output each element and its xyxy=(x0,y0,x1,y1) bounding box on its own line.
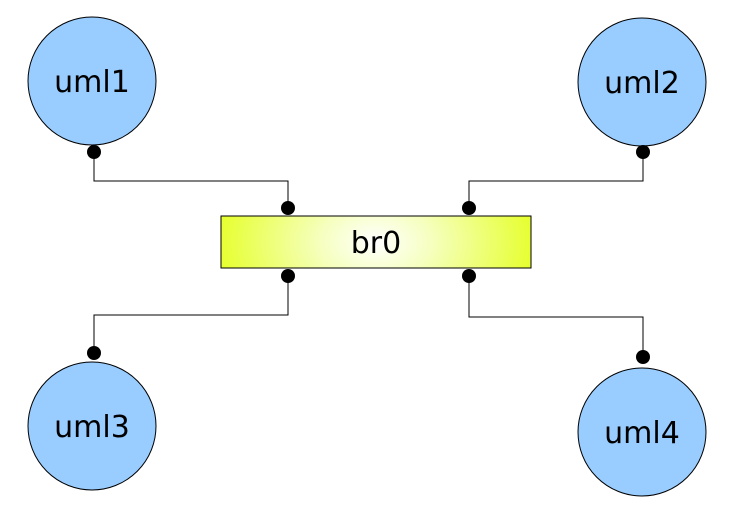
host-circle xyxy=(27,361,157,491)
port-dot-uml2 xyxy=(636,145,650,159)
port-dot-br0-top-left xyxy=(281,201,295,215)
port-dot-uml3 xyxy=(87,346,101,360)
wire-uml1-br0 xyxy=(93,152,289,208)
port-dot-uml4 xyxy=(636,350,650,364)
host-label: uml1 xyxy=(54,65,130,100)
host-uml1: uml1 xyxy=(27,16,157,146)
host-uml3: uml3 xyxy=(27,361,157,491)
wires xyxy=(93,152,644,357)
host-circle xyxy=(27,16,157,146)
host-label: uml4 xyxy=(604,416,680,451)
port-dot-br0-bottom-left xyxy=(281,269,295,283)
port-dot-br0-bottom-right xyxy=(462,269,476,283)
bridge-br0: br0 xyxy=(220,215,532,269)
host-uml2: uml2 xyxy=(577,17,707,147)
wire-uml2-br0 xyxy=(468,152,644,208)
host-uml4: uml4 xyxy=(577,367,707,497)
bridge-box xyxy=(220,215,532,269)
port-dot-br0-top-right xyxy=(462,201,476,215)
wire-uml4-br0 xyxy=(468,276,644,357)
host-label: uml3 xyxy=(54,410,130,445)
ports xyxy=(87,145,650,364)
host-label: uml2 xyxy=(604,66,680,101)
bridge-label: br0 xyxy=(351,226,401,261)
host-circle xyxy=(577,367,707,497)
wire-uml3-br0 xyxy=(93,276,289,353)
port-dot-uml1 xyxy=(87,145,101,159)
